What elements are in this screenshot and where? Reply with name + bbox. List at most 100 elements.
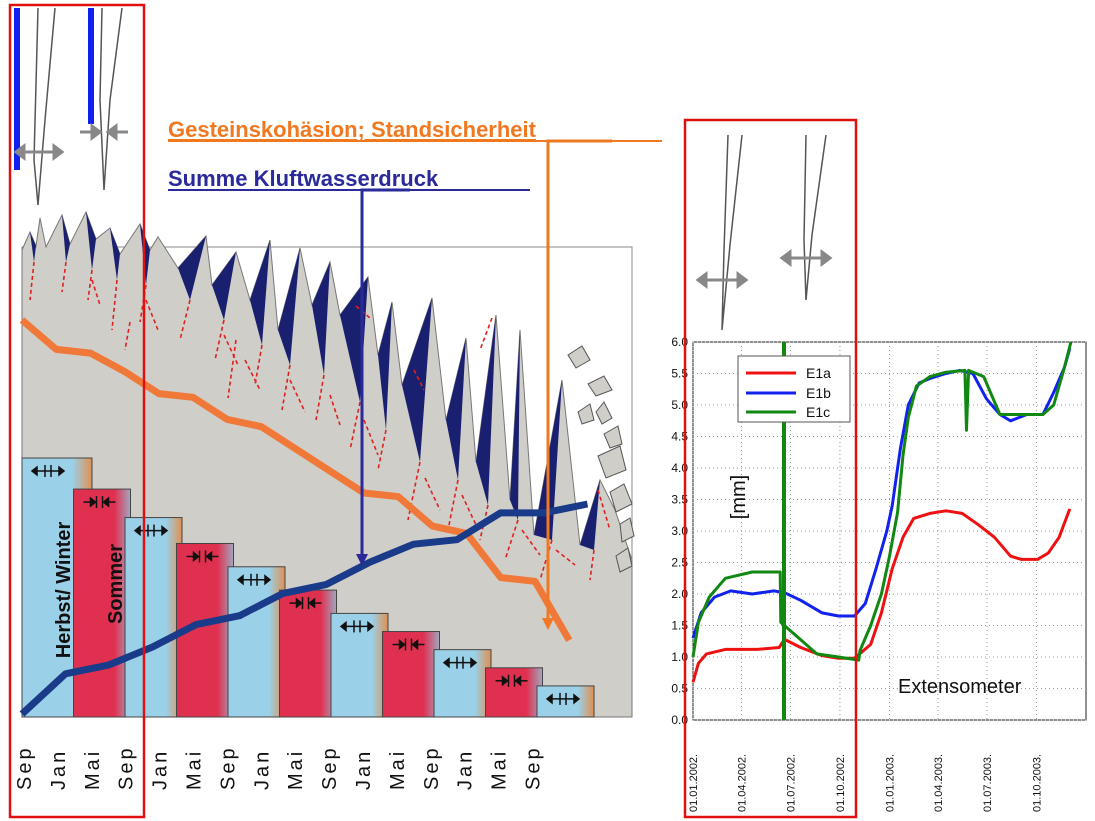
- falling-block: [609, 483, 633, 513]
- fracture-line: [504, 519, 541, 561]
- legend-label-e1b: E1b: [806, 385, 831, 401]
- concept-x-tick-label: Mai: [285, 749, 307, 790]
- concept-x-tick-label: Mai: [489, 749, 511, 790]
- concept-x-tick-label: Mai: [82, 749, 104, 790]
- fracture-line: [589, 489, 611, 581]
- expansion-icon: [30, 465, 66, 477]
- ext-series: [691, 341, 1073, 683]
- crack-wedge: [378, 302, 392, 430]
- compression-icon: [83, 496, 116, 509]
- season-bar-summer: [485, 667, 543, 718]
- falling-block: [587, 375, 613, 397]
- fracture-line: [29, 261, 35, 301]
- cohesion-line: [19, 317, 573, 642]
- ext-chart-title: Extensometer: [898, 676, 1022, 698]
- falling-block: [619, 517, 635, 543]
- expansion-icon: [545, 692, 581, 705]
- fracture-line: [281, 364, 306, 413]
- winter-label: Herbst/ Winter: [53, 522, 75, 659]
- crack-wedge: [510, 330, 520, 520]
- bar-rect: [279, 589, 337, 718]
- cohesion-pointer-arrow: [542, 139, 612, 630]
- concept-x-tick-label: Jan: [251, 749, 273, 790]
- season-bar-winter: [227, 566, 286, 718]
- highlight-frame-right: [683, 118, 858, 819]
- bar-rect: [124, 517, 183, 718]
- fissure-icon: [33, 7, 56, 206]
- ext-x-tick-label: 01.01.2002.: [688, 754, 700, 812]
- concept-panel: Herbst/ Winter Sommer Gesteinskohäsion; …: [8, 3, 662, 819]
- water-column-icon: [88, 8, 94, 124]
- fissure-icon: [803, 134, 827, 301]
- falling-block: [567, 345, 591, 369]
- fissure-icon: [99, 7, 123, 191]
- highlight-frame-left: [8, 3, 146, 819]
- falling-block: [603, 425, 623, 449]
- concept-x-tick-label: Jan: [353, 749, 375, 790]
- concept-x-tick-label: Jan: [150, 749, 172, 790]
- concept-x-tick-label: Sep: [523, 745, 545, 790]
- season-bar-winter: [433, 649, 492, 718]
- concept-x-tick-label: Sep: [217, 745, 239, 790]
- fracture-line: [315, 374, 341, 426]
- ext-x-axis-labels: 01.01.2002. 01.04.2002. 01.07.2002. 01.10.2…: [688, 754, 1043, 812]
- ext-x-tick-label: 01.07.2003.: [982, 754, 994, 812]
- falling-block: [577, 403, 595, 425]
- compression-icon: [495, 674, 528, 687]
- crack-wedge: [278, 248, 300, 365]
- falling-block: [595, 401, 613, 425]
- water-pointer-arrow: [356, 188, 410, 566]
- expansion-arrow-icon: [695, 271, 749, 289]
- concept-x-tick-label: Mai: [387, 749, 409, 790]
- crack-wedge: [178, 236, 206, 300]
- ext-x-tick-label: 01.04.2002.: [736, 754, 748, 812]
- fracture-line: [214, 319, 239, 366]
- concept-x-tick-label: Sep: [421, 745, 443, 790]
- fracture-line: [447, 479, 477, 531]
- ext-series-line-e1c: [691, 341, 1073, 662]
- water-pressure-line: [19, 500, 589, 717]
- season-bar-winter: [124, 517, 183, 718]
- ext-x-tick-label: 01.10.2003.: [1031, 754, 1043, 812]
- compression-icon: [392, 638, 425, 651]
- crack-wedge: [212, 252, 236, 320]
- crack-wedge: [250, 240, 270, 345]
- ext-x-tick-label: 01.01.2003.: [885, 754, 897, 812]
- water-title: Summe Kluftwasserdruck: [168, 166, 439, 191]
- ext-y-axis-label: [mm]: [728, 475, 750, 519]
- concept-x-tick-label: Jan: [455, 749, 477, 790]
- crack-wedge: [110, 228, 120, 280]
- fracture-line: [227, 339, 261, 399]
- legend-label-e1c: E1c: [806, 404, 830, 420]
- ext-legend: E1a E1b E1c: [737, 355, 851, 423]
- compression-icon: [289, 597, 322, 610]
- ext-series-line-e1a: [691, 508, 1072, 683]
- season-bar-summer: [73, 488, 131, 718]
- crack-wedge: [30, 232, 36, 262]
- falling-block: [597, 445, 627, 479]
- fracture-line: [87, 269, 101, 306]
- concept-x-tick-label: Sep: [319, 745, 341, 790]
- concept-x-tick-label: Jan: [48, 749, 70, 790]
- crack-wedge: [476, 315, 496, 505]
- ext-x-tick-label: 01.04.2003.: [933, 754, 945, 812]
- ext-x-tick-label: 01.07.2002.: [785, 754, 797, 812]
- season-bar-winter: [330, 612, 389, 718]
- crack-wedge: [580, 480, 600, 550]
- season-bars: [21, 457, 595, 718]
- concept-x-tick-label: Sep: [116, 745, 138, 790]
- expansion-icon: [133, 524, 169, 537]
- fracture-line: [124, 284, 159, 351]
- extensometer-panel: 0.00.51.01.52.02.53.03.54.04.55.05.56.0 …: [671, 118, 1087, 819]
- compression-icon: [186, 550, 219, 563]
- bar-rect: [73, 488, 131, 718]
- fracture-line: [111, 279, 118, 331]
- season-bar-summer: [279, 589, 337, 718]
- season-bar-summer: [382, 631, 440, 718]
- expansion-icon: [236, 573, 272, 586]
- legend-label-e1a: E1a: [806, 365, 831, 381]
- crack-wedge: [446, 338, 466, 480]
- summer-label: Sommer: [105, 544, 127, 624]
- crack-wedge: [402, 298, 432, 462]
